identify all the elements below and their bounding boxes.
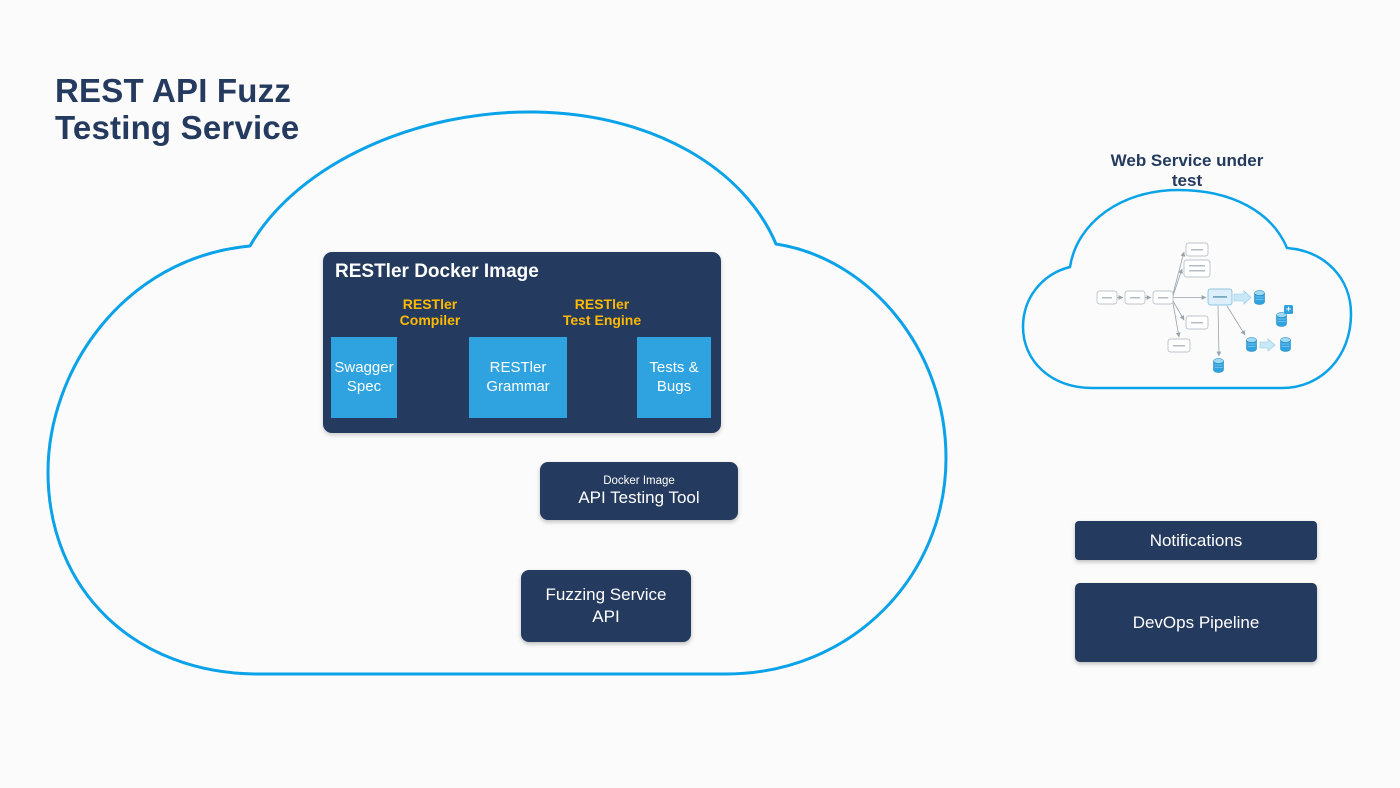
web-service-mini-diagram [1096, 242, 1293, 373]
page-title-line2: Testing Service [55, 109, 300, 146]
page-title: REST API Fuzz Testing Service [55, 72, 300, 146]
add-icon [1284, 305, 1293, 314]
devops-pipeline-box: DevOps Pipeline [1075, 583, 1317, 662]
restler-grammar-box: RESTler Grammar [469, 337, 567, 418]
container-icon [1213, 290, 1291, 373]
main-cloud-outline [46, 110, 948, 676]
swagger-spec-box: Swagger Spec [331, 337, 397, 418]
tests-and-bugs-box: Tests & Bugs [637, 337, 711, 418]
restler-docker-image-title: RESTler Docker Image [335, 261, 539, 282]
fuzzing-service-api-box: Fuzzing Service API [521, 570, 691, 642]
web-service-cloud-outline [1021, 188, 1353, 390]
api-testing-tool-box: Docker Image API Testing Tool [540, 462, 738, 520]
restler-compiler-label: RESTler Compiler [399, 296, 461, 329]
page-title-line1: REST API Fuzz [55, 72, 292, 109]
api-testing-tool-subtitle: Docker Image [603, 475, 675, 487]
api-testing-tool-title: API Testing Tool [578, 488, 700, 507]
restler-docker-image-box: RESTler Docker Image RESTler Compiler RE… [323, 252, 721, 433]
web-service-under-test-label: Web Service under test [1110, 151, 1264, 190]
restler-test-engine-label: RESTler Test Engine [562, 296, 642, 329]
notifications-box: Notifications [1075, 521, 1317, 560]
